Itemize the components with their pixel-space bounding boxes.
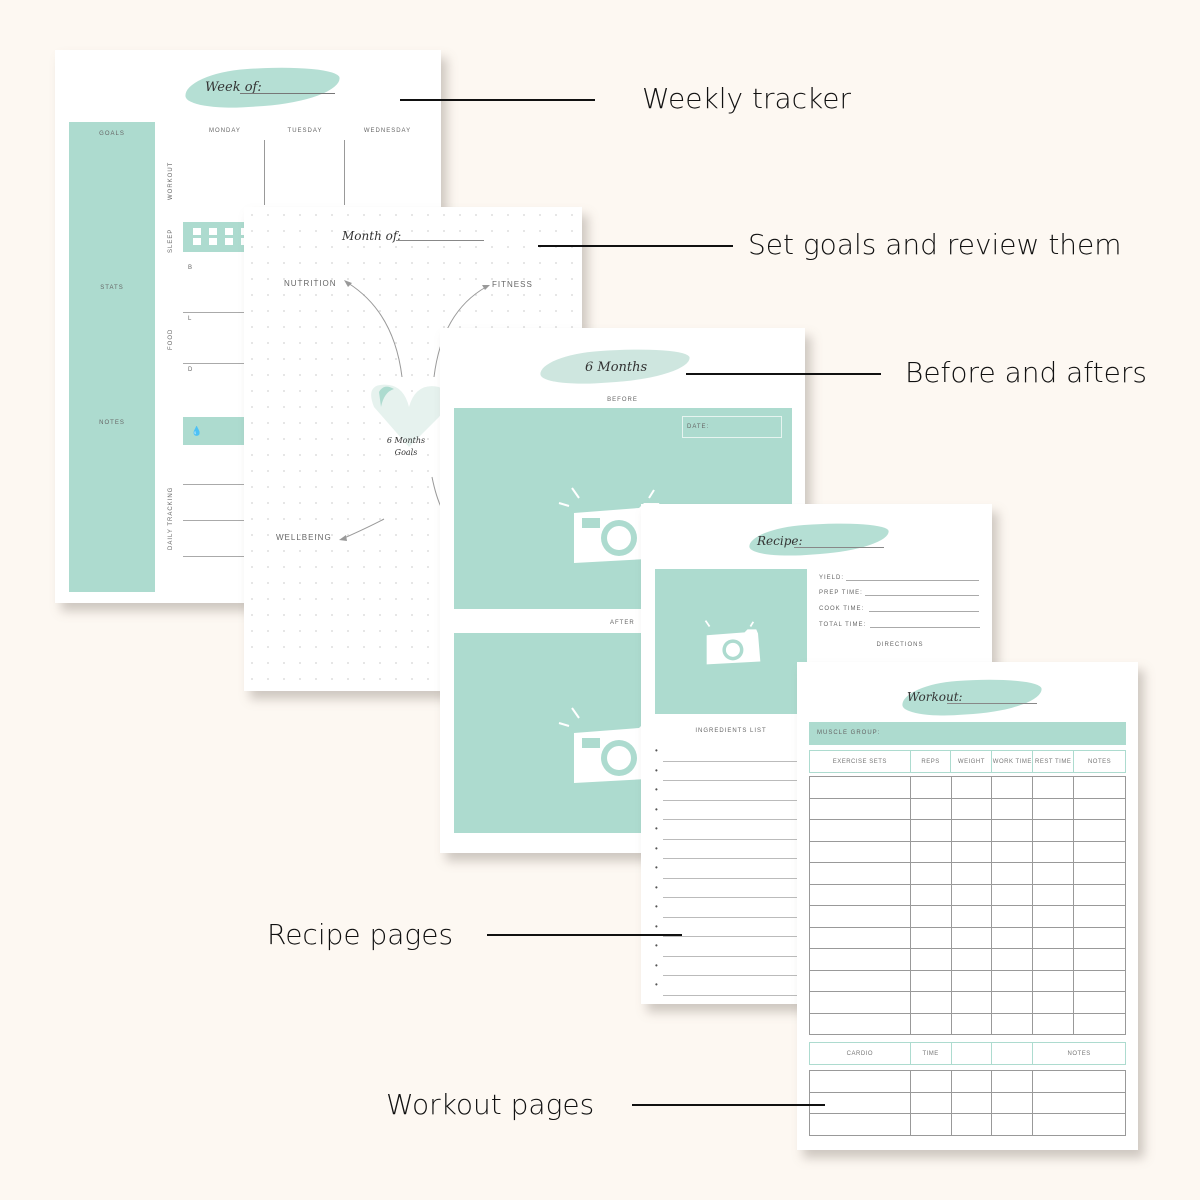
tracking-line [183, 520, 245, 521]
prep-time-input[interactable] [865, 595, 979, 596]
field-prep-time: PREP TIME: [819, 590, 863, 596]
field-cook-time: COOK TIME: [819, 606, 865, 612]
header-blank [950, 1042, 993, 1065]
recipe-photo-box[interactable] [655, 569, 807, 714]
meal-line [183, 312, 245, 313]
callout-before-afters: Before and afters [905, 356, 1147, 389]
heart-label: 6 Months Goals [386, 436, 426, 457]
title-underline [794, 547, 884, 548]
cardio-table[interactable] [809, 1070, 1126, 1136]
directions-label: DIRECTIONS [876, 642, 924, 648]
exercise-header: EXERCISE SETS REPS WEIGHT WORK TIME REST… [809, 750, 1126, 773]
row-food: FOOD [168, 328, 174, 350]
header-weight: WEIGHT [950, 750, 993, 773]
ingredients-label: INGREDIENTS LIST [695, 728, 767, 734]
exercise-table[interactable] [809, 776, 1126, 1035]
heart-icon [371, 384, 447, 447]
callout-weekly-tracker: Weekly tracker [642, 82, 851, 115]
weekly-sidebar [69, 122, 155, 592]
camera-icon [704, 620, 761, 665]
callout-line-recipe [487, 934, 682, 936]
header-exercise-sets: EXERCISE SETS [809, 750, 911, 773]
field-total-time: TOTAL TIME: [819, 622, 867, 628]
recipe-title: Recipe: [757, 534, 803, 548]
monthly-title: Month of: [342, 229, 402, 243]
row-workout: WORKOUT [168, 161, 174, 200]
workout-page: Workout: MUSCLE GROUP: EXERCISE SETS REP… [797, 662, 1138, 1150]
header-rest-time: REST TIME [1032, 750, 1075, 773]
after-label: AFTER [610, 620, 635, 626]
workout-title: Workout: [907, 690, 963, 704]
cardio-header: CARDIO TIME NOTES [809, 1042, 1126, 1065]
row-sleep: SLEEP [168, 228, 174, 253]
before-after-title: 6 Months [585, 360, 648, 375]
yield-input[interactable] [846, 580, 979, 581]
droplet-icon: 💧 [191, 426, 202, 436]
header-cardio-notes: NOTES [1032, 1042, 1126, 1065]
title-underline [240, 93, 335, 94]
header-time: TIME [909, 1042, 952, 1065]
cook-time-input[interactable] [869, 611, 979, 612]
callout-recipe-pages: Recipe pages [267, 918, 454, 951]
callout-line-workout [632, 1104, 825, 1106]
water-tracker: 💧 [183, 417, 245, 445]
header-work-time: WORK TIME [991, 750, 1034, 773]
branch-fitness: FITNESS [492, 280, 533, 289]
row-daily-tracking: DAILY TRACKING [168, 486, 174, 550]
callout-line-goals [538, 245, 733, 247]
sleep-tracker [183, 222, 249, 252]
meal-breakfast: B [188, 265, 194, 271]
weekly-title: Week of: [205, 80, 262, 95]
goal-arrows [339, 280, 490, 541]
date-field[interactable]: DATE: [682, 416, 782, 438]
title-underline [947, 703, 1037, 704]
callout-workout-pages: Workout pages [386, 1088, 595, 1121]
sidebar-goals: GOALS [99, 131, 125, 137]
header-notes: NOTES [1073, 750, 1126, 773]
header-blank [991, 1042, 1034, 1065]
title-underline [396, 240, 484, 241]
callout-line-before-after [686, 373, 881, 375]
tracking-line [183, 556, 245, 557]
branch-wellbeing: WELLBEING [276, 533, 332, 542]
meal-lunch: L [188, 316, 193, 322]
sidebar-notes: NOTES [99, 420, 125, 426]
ingredient-lines: • • • • • • • • • • • • • [655, 742, 807, 996]
header-reps: REPS [909, 750, 952, 773]
field-yield: YIELD: [819, 575, 845, 581]
meal-line [183, 363, 245, 364]
day-tuesday: TUESDAY [287, 128, 323, 134]
tracking-line [183, 484, 245, 485]
day-divider [344, 140, 345, 205]
before-label: BEFORE [607, 397, 638, 403]
branch-nutrition: NUTRITION [284, 279, 337, 288]
meal-dinner: D [188, 367, 194, 373]
day-divider [264, 140, 265, 205]
day-wednesday: WEDNESDAY [363, 128, 412, 134]
callout-line-weekly [400, 99, 595, 101]
day-monday: MONDAY [209, 128, 241, 134]
muscle-group-bar[interactable]: MUSCLE GROUP: [809, 722, 1126, 745]
sidebar-stats: STATS [100, 285, 124, 291]
header-cardio: CARDIO [809, 1042, 911, 1065]
total-time-input[interactable] [870, 627, 980, 628]
callout-set-goals: Set goals and review them [748, 228, 1122, 261]
